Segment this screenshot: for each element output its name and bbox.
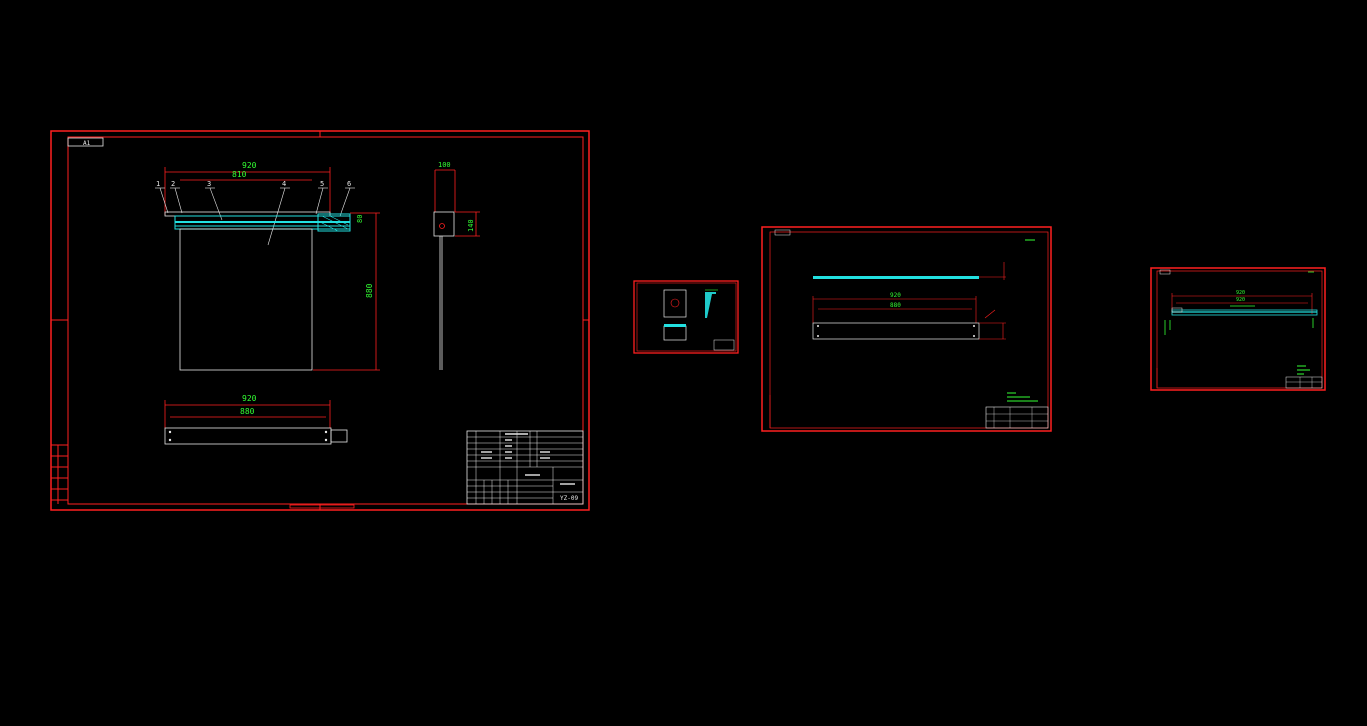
dim-bottom-overall: 920: [242, 394, 257, 403]
sheet-size-tag: [67, 137, 104, 147]
dim-side-height: 140: [467, 219, 475, 232]
top-view-dimensions: 920 810 880 80: [164, 161, 380, 371]
sheet-size-label: A1: [83, 140, 91, 147]
dim-depth: 880: [365, 283, 374, 298]
sheet2-geometry: [663, 289, 735, 351]
balloon-callouts: 1 2 3 4 5 6: [155, 180, 355, 246]
drawing-sheet-main[interactable]: A1 920 810 880 80 1 2 3 4: [50, 130, 590, 511]
drawing-sheet-section[interactable]: 920 920: [1150, 267, 1326, 391]
sheet3-outer-border: [761, 226, 1052, 432]
drawing-sheet-detail[interactable]: [633, 280, 739, 354]
sheet3-dim-overall: 920: [890, 292, 901, 299]
sheet4-inner-border: [1156, 270, 1323, 389]
drawing-number: YZ-09: [560, 495, 578, 502]
dim-overall-width: 920: [242, 161, 257, 170]
sheet3-size-tag: [774, 229, 791, 236]
sheet4-outer-border: [1150, 267, 1326, 391]
side-view: 100 140: [433, 161, 480, 370]
sheet4-title-block: [1285, 376, 1323, 389]
balloon-2: 2: [171, 180, 175, 188]
dim-inner-width: 810: [232, 170, 247, 179]
sheet4-size-tag: [1159, 269, 1171, 275]
sheet4-geometry: 920 920: [1164, 271, 1318, 375]
title-block: YZ-09: [466, 430, 584, 505]
binding-strip: [51, 444, 68, 504]
sheet4-dim-overall: 920: [1236, 290, 1245, 296]
sheet2-inner-border: [636, 282, 737, 352]
sheet4-dim-inner: 920: [1236, 297, 1245, 303]
balloon-1: 1: [156, 180, 160, 188]
balloon-6: 6: [347, 180, 351, 188]
balloon-4: 4: [282, 180, 286, 188]
balloon-3: 3: [207, 180, 211, 188]
sheet2-outer-border: [633, 280, 739, 354]
dim-bottom-inner: 880: [240, 407, 255, 416]
top-view-geometry: [164, 211, 351, 371]
drawing-sheet-plate[interactable]: 920 880: [761, 226, 1052, 432]
sheet3-title-block: [985, 406, 1049, 429]
dim-thickness: 80: [356, 215, 364, 223]
bottom-view: 920 880: [164, 394, 348, 445]
dim-side-width: 100: [438, 161, 451, 169]
balloon-5: 5: [320, 180, 324, 188]
sheet3-inner-border: [769, 231, 1049, 429]
sheet3-geometry: 920 880: [812, 239, 1038, 402]
sheet3-dim-inner: 880: [890, 302, 901, 309]
scale-strip: [289, 504, 355, 509]
